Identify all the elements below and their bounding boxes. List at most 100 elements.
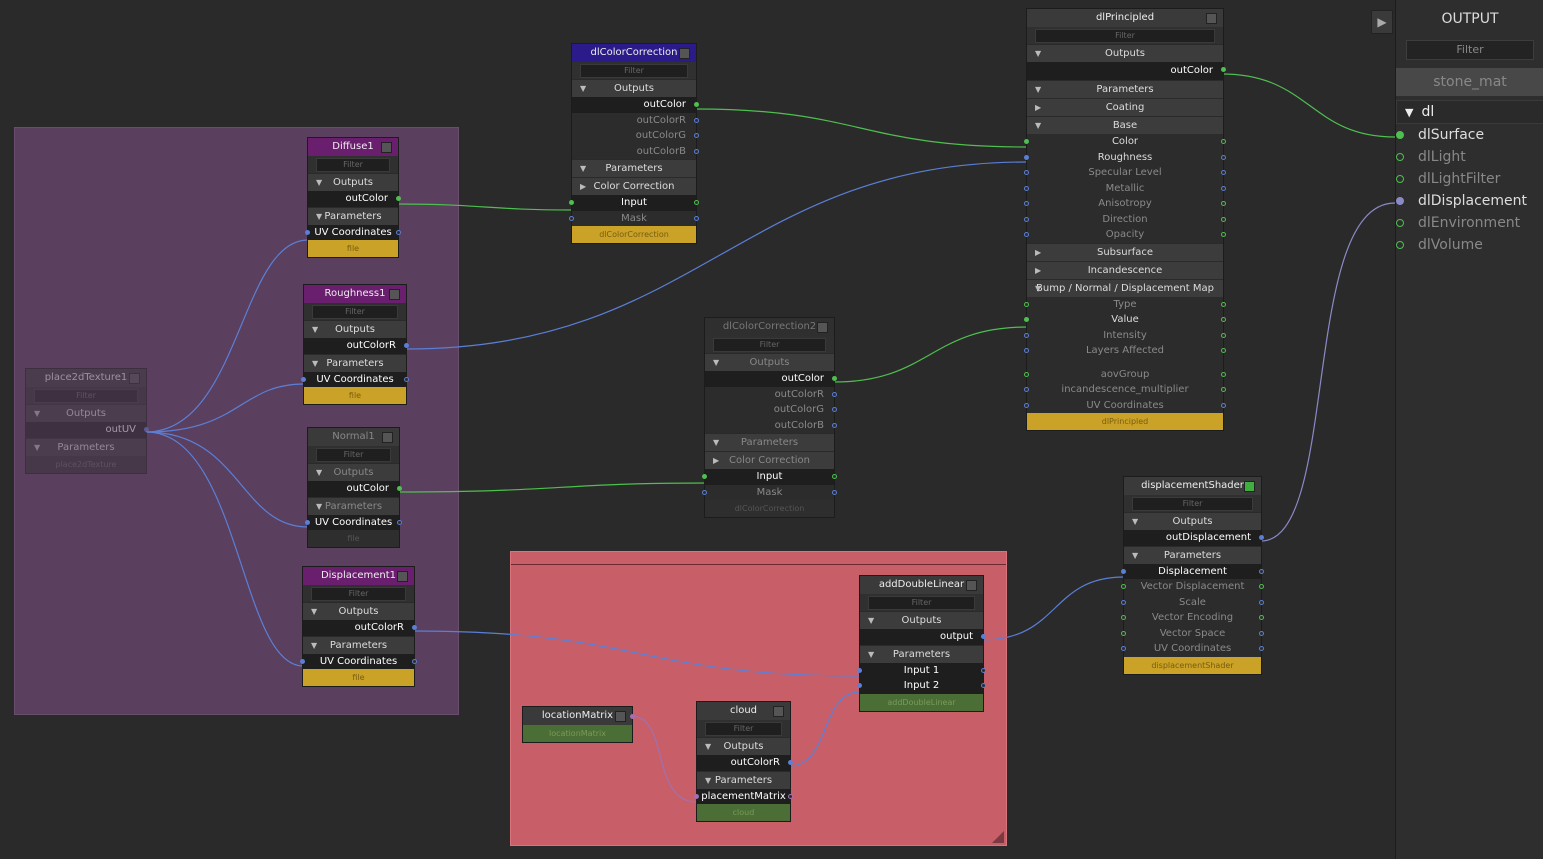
node-filter[interactable]: Filter <box>572 62 696 79</box>
filter-input[interactable]: Filter <box>312 305 398 319</box>
output-item-dlvolume[interactable]: dlVolume <box>1396 234 1543 256</box>
input-port[interactable] <box>1121 646 1126 651</box>
port-metallic[interactable]: Metallic <box>1024 180 1226 196</box>
port-placementmatrix[interactable]: placementMatrix <box>694 788 793 804</box>
filter-input[interactable]: Filter <box>713 338 826 352</box>
output-port[interactable] <box>1221 185 1226 191</box>
node-header[interactable]: Diffuse1 <box>308 138 398 156</box>
output-port[interactable] <box>1221 387 1226 392</box>
port-color[interactable]: Color <box>1024 134 1226 150</box>
port-outcolor[interactable]: outColor <box>308 481 402 497</box>
section-outputs[interactable]: ▼Outputs <box>705 353 834 371</box>
input-port[interactable] <box>857 667 862 673</box>
output-port[interactable] <box>1221 201 1226 206</box>
port-vector-encoding[interactable]: Vector Encoding <box>1121 610 1264 626</box>
section-base[interactable]: ▼Base <box>1027 116 1223 134</box>
output-port[interactable] <box>694 102 699 107</box>
port-scale[interactable]: Scale <box>1121 594 1264 610</box>
output-port[interactable] <box>788 793 793 799</box>
node-toggle[interactable] <box>397 571 408 582</box>
filter-input[interactable]: Filter <box>1132 497 1253 511</box>
output-port[interactable] <box>694 215 699 221</box>
section-incandescence[interactable]: ▶Incandescence <box>1027 260 1223 279</box>
port-displacement[interactable]: Displacement <box>1121 563 1264 579</box>
input-port[interactable] <box>1024 185 1029 191</box>
port-aovgroup[interactable]: aovGroup <box>1024 366 1226 382</box>
panel-filter-input[interactable]: Filter <box>1406 40 1534 60</box>
node-toggle[interactable] <box>615 711 626 722</box>
input-port[interactable] <box>1121 584 1126 589</box>
port-mask[interactable]: Mask <box>569 210 699 226</box>
port-uv-coordinates[interactable]: UV Coordinates <box>1024 397 1226 413</box>
node-roughness1[interactable]: Roughness1 Filter ▼Outputs outColorR ▼Pa… <box>301 284 409 405</box>
node-header[interactable]: dlPrincipled <box>1027 9 1223 27</box>
filter-input[interactable]: Filter <box>868 596 975 610</box>
port-outcolor[interactable]: outColor <box>1027 62 1226 80</box>
port-uv-coordinates[interactable]: UV Coordinates <box>1121 641 1264 657</box>
node-cloud[interactable]: cloud Filter ▼Outputs outColorR ▼Paramet… <box>694 701 793 822</box>
node-dlprincipled[interactable]: dlPrincipled Filter ▼Outputs outColor ▼P… <box>1024 8 1226 431</box>
expand-panel-button[interactable]: ▶ <box>1371 10 1393 34</box>
input-port[interactable] <box>1024 201 1029 206</box>
input-port[interactable] <box>305 229 310 235</box>
section-parameters[interactable]: ▼Parameters <box>1027 80 1223 98</box>
input-port[interactable] <box>1024 216 1029 222</box>
port-outcolorb[interactable]: outColorB <box>705 417 837 433</box>
output-port[interactable] <box>1221 332 1226 338</box>
input-port[interactable] <box>1024 301 1029 307</box>
section-parameters[interactable]: ▼Parameters <box>860 644 983 663</box>
input-port[interactable] <box>1024 154 1029 160</box>
node-dlcolorcorrection2[interactable]: dlColorCorrection2 Filter ▼Outputs outCo… <box>702 317 837 518</box>
output-port[interactable] <box>981 683 986 688</box>
section-outputs[interactable]: ▼Outputs <box>697 737 790 755</box>
port-vector-displacement[interactable]: Vector Displacement <box>1121 579 1264 595</box>
output-port[interactable] <box>1259 630 1264 636</box>
section-parameters[interactable]: ▼Parameters <box>26 437 146 456</box>
section-coating[interactable]: ▶Coating <box>1027 98 1223 116</box>
input-port[interactable] <box>1024 139 1029 144</box>
output-port[interactable] <box>397 486 402 491</box>
input-port[interactable] <box>569 215 574 221</box>
node-adddoublelinear[interactable]: addDoubleLinear Filter ▼Outputs output ▼… <box>857 575 986 712</box>
output-item-dldisplacement[interactable]: dlDisplacement <box>1396 190 1543 212</box>
node-filter[interactable]: Filter <box>1124 495 1261 512</box>
filter-input[interactable]: Filter <box>705 722 782 736</box>
output-port[interactable] <box>832 422 837 428</box>
port-outcolorb[interactable]: outColorB <box>572 143 699 159</box>
input-port[interactable] <box>1024 348 1029 353</box>
output-port[interactable] <box>832 376 837 381</box>
input-port[interactable] <box>569 200 574 205</box>
filter-input[interactable]: Filter <box>311 587 406 601</box>
output-port[interactable] <box>981 667 986 673</box>
section-outputs[interactable]: ▼Outputs <box>308 463 399 481</box>
output-port[interactable] <box>832 407 837 412</box>
input-port[interactable] <box>1024 170 1029 175</box>
port-intensity[interactable]: Intensity <box>1024 327 1226 343</box>
port-mask[interactable]: Mask <box>702 484 837 500</box>
output-port[interactable] <box>396 196 401 201</box>
output-port[interactable] <box>1259 584 1264 589</box>
port-uv-coordinates[interactable]: UV Coordinates <box>301 371 409 387</box>
node-editor-canvas[interactable]: place2dTexture1 Filter ▼Outputs outUV ▼P… <box>0 0 1395 859</box>
input-port[interactable] <box>1121 568 1126 574</box>
port-value[interactable]: Value <box>1024 312 1226 328</box>
output-port[interactable] <box>412 625 417 630</box>
output-port[interactable] <box>396 229 401 235</box>
node-header[interactable]: place2dTexture1 <box>26 369 146 387</box>
port-layers-affected[interactable]: Layers Affected <box>1024 343 1226 359</box>
node-toggle[interactable] <box>679 48 690 59</box>
output-port[interactable] <box>1221 301 1226 307</box>
port-output[interactable]: output <box>860 629 986 645</box>
port-input[interactable]: Input <box>569 195 699 211</box>
node-place2dtexture[interactable]: place2dTexture1 Filter ▼Outputs outUV ▼P… <box>25 368 149 474</box>
output-port[interactable] <box>1259 646 1264 651</box>
output-port[interactable] <box>397 519 402 525</box>
node-header[interactable]: Displacement1 <box>303 567 414 585</box>
node-header[interactable]: Normal1 <box>308 428 399 446</box>
output-port[interactable] <box>1221 170 1226 175</box>
node-toggle[interactable] <box>773 706 784 717</box>
node-locationmatrix[interactable]: locationMatrix locationMatrix <box>522 706 635 743</box>
node-displacement1[interactable]: Displacement1 Filter ▼Outputs outColorR … <box>300 566 417 687</box>
input-port[interactable] <box>1121 630 1126 636</box>
port-input2[interactable]: Input 2 <box>857 678 986 694</box>
